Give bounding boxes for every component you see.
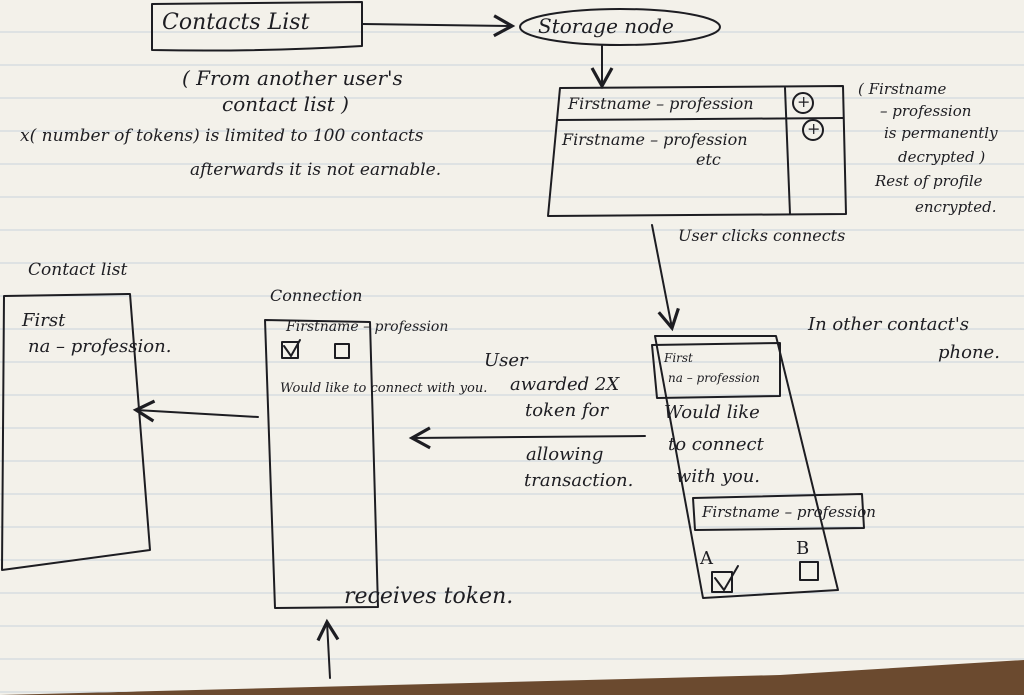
- contact-list-entry-line1: First: [22, 310, 66, 331]
- contact-list-screen-outline: [1, 293, 151, 571]
- arrow-user-clicks-connects: [651, 224, 680, 332]
- other-contact-phone-line1: In other contact's: [808, 314, 970, 335]
- storage-row1-text: Firstname – profession: [568, 94, 754, 113]
- permanence-note-line6: encrypted.: [915, 198, 997, 216]
- plus-symbol-1: +: [797, 92, 811, 111]
- connection-entry: Firstname – profession: [286, 319, 449, 335]
- phone-bottom-entry: Firstname – profession: [702, 503, 876, 521]
- user-awarded-line5: transaction.: [524, 470, 634, 491]
- phone-bottom-entry-box: [692, 493, 865, 531]
- user-awarded-line2: awarded 2X: [510, 374, 620, 395]
- permanence-note-line4: decrypted ): [898, 148, 986, 166]
- arrow-to-storage-node: [361, 14, 516, 38]
- plus-circle-1: [792, 92, 814, 114]
- another-user-note-line2: contact list ): [222, 92, 349, 116]
- storage-table-outline: [547, 85, 847, 217]
- phone-label-a: A: [700, 548, 713, 569]
- storage-row2-etc: etc: [696, 150, 721, 169]
- storage-table-divider: [557, 117, 844, 121]
- permanence-note-line3: is permanently: [884, 124, 998, 142]
- other-contact-phone-line2: phone.: [938, 342, 1000, 363]
- phone-top-entry-line1: First: [664, 351, 693, 365]
- limit-note-line2: afterwards it is not earnable.: [190, 160, 442, 180]
- permanence-note-line2: – profession: [880, 102, 972, 120]
- connection-prompt: Would like to connect with you.: [280, 381, 488, 396]
- phone-top-entry-box: [651, 342, 781, 399]
- storage-node-ellipse: [519, 8, 721, 46]
- phone-checkbox-a: [711, 571, 733, 593]
- user-awarded-line1: User: [484, 350, 528, 371]
- storage-table-column: [784, 87, 791, 215]
- phone-msg-line2: to connect: [668, 434, 764, 455]
- user-clicks-connects-label: User clicks connects: [678, 226, 846, 245]
- plus-circle-2: [802, 119, 824, 141]
- connection-screen-outline: [264, 319, 379, 609]
- phone-msg-line1: Would like: [664, 402, 760, 423]
- arrow-connection-to-contact-list: [132, 399, 259, 423]
- connection-checkbox-a: [281, 341, 299, 359]
- limit-note-line1: x( number of tokens) is limited to 100 c…: [20, 126, 424, 146]
- user-awarded-line4: allowing: [526, 444, 604, 465]
- phone-label-b: B: [796, 538, 810, 559]
- storage-node-label: Storage node: [538, 14, 674, 38]
- connection-title: Connection: [270, 286, 363, 305]
- connection-checkbox-b: [334, 343, 350, 359]
- storage-row2-text: Firstname – profession: [562, 130, 748, 149]
- phone-outline: [654, 335, 839, 599]
- connection-checkbox-a-mark: [283, 339, 301, 357]
- receives-token-label: receives token.: [344, 584, 514, 609]
- arrow-phone-to-connection: [408, 426, 646, 450]
- permanence-note-line1: ( Firstname: [858, 80, 947, 98]
- contact-list-entry-line2: na – profession.: [28, 336, 172, 357]
- phone-top-entry-line2: na – profession: [668, 371, 760, 385]
- phone-checkbox-a-mark: [714, 565, 739, 591]
- another-user-note-line1: ( From another user's: [182, 66, 403, 90]
- contact-list-title: Contact list: [28, 260, 128, 280]
- permanence-note-line5: Rest of profile: [875, 172, 983, 190]
- user-awarded-line3: token for: [525, 400, 609, 421]
- phone-msg-line3: with you.: [676, 466, 761, 487]
- contacts-list-box: [151, 1, 363, 52]
- phone-checkbox-b: [799, 561, 819, 581]
- plus-symbol-2: +: [807, 119, 821, 138]
- arrow-receives-token: [316, 618, 340, 679]
- contacts-list-label: Contacts List: [162, 10, 310, 35]
